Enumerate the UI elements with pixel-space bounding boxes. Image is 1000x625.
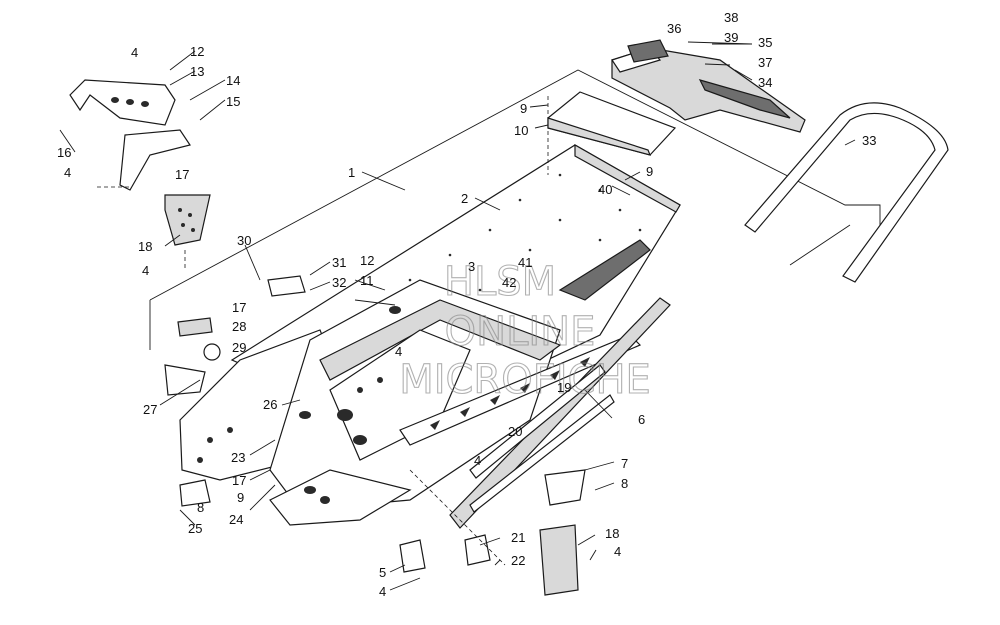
callout-4c: 4 (142, 263, 149, 278)
callout-14: 14 (226, 73, 240, 88)
callout-9a: 9 (520, 101, 527, 116)
callout-15: 15 (226, 94, 240, 109)
callout-16: 16 (57, 145, 71, 160)
callout-23: 23 (231, 450, 245, 465)
callout-20: 20 (508, 424, 522, 439)
callout-1: 1 (348, 165, 355, 180)
callout-8a: 8 (621, 476, 628, 491)
callout-17c: 17 (232, 473, 246, 488)
watermark-line2: ONLINE (445, 309, 596, 355)
callout-2: 2 (461, 191, 468, 206)
callout-37: 37 (758, 55, 772, 70)
callout-7: 7 (621, 456, 628, 471)
alignment-lines (97, 96, 549, 566)
callout-19: 19 (557, 380, 571, 395)
callout-27: 27 (143, 402, 157, 417)
callout-18b: 18 (605, 526, 619, 541)
callout-4a: 4 (131, 45, 138, 60)
rear-top-plate (547, 91, 677, 156)
callout-4f: 4 (379, 584, 386, 599)
rear-grab-bar (744, 102, 949, 283)
callout-41: 41 (518, 255, 532, 270)
callout-32: 32 (332, 275, 346, 290)
callout-12a: 12 (190, 44, 204, 59)
callout-4d: 4 (395, 344, 402, 359)
callout-39: 39 (724, 30, 738, 45)
callout-4b: 4 (64, 165, 71, 180)
callout-31: 31 (332, 255, 346, 270)
front-bumper (69, 79, 211, 246)
callout-9b: 9 (646, 164, 653, 179)
callout-17a: 17 (175, 167, 189, 182)
callout-42: 42 (502, 275, 516, 290)
callout-24: 24 (229, 512, 243, 527)
callout-29: 29 (232, 340, 246, 355)
callout-4e: 4 (474, 453, 481, 468)
running-board-rail (449, 297, 671, 529)
callout-25: 25 (188, 521, 202, 536)
callout-40: 40 (598, 182, 612, 197)
callout-8b: 8 (197, 500, 204, 515)
callout-17b: 17 (232, 300, 246, 315)
callout-35: 35 (758, 35, 772, 50)
chassis-bulkhead (179, 279, 642, 526)
callout-30: 30 (237, 233, 251, 248)
callout-28: 28 (232, 319, 246, 334)
leader-lines (59, 41, 856, 591)
assembly-bracket (149, 69, 881, 350)
callout-13: 13 (190, 64, 204, 79)
callout-26: 26 (263, 397, 277, 412)
callout-9c: 9 (237, 490, 244, 505)
callout-33: 33 (862, 133, 876, 148)
callout-36: 36 (667, 21, 681, 36)
watermark-line1: HLSM (444, 259, 556, 305)
callout-38: 38 (724, 10, 738, 25)
callout-18a: 18 (138, 239, 152, 254)
callout-12b: 12 (360, 253, 374, 268)
watermark: HLSM ONLINE MICROFICHE (399, 258, 652, 403)
callout-34: 34 (758, 75, 772, 90)
callout-21: 21 (511, 530, 525, 545)
callout-5: 5 (379, 565, 386, 580)
callout-labels: 1 2 3 4 4 4 4 4 4 4 5 6 7 8 8 9 9 9 10 1… (57, 10, 876, 599)
callout-3: 3 (468, 259, 475, 274)
small-parts (164, 39, 669, 596)
callout-11: 11 (360, 273, 374, 288)
watermark-line3: MICROFICHE (399, 357, 651, 403)
callout-6: 6 (638, 412, 645, 427)
callout-4g: 4 (614, 544, 621, 559)
callout-22: 22 (511, 553, 525, 568)
callout-10: 10 (514, 123, 528, 138)
